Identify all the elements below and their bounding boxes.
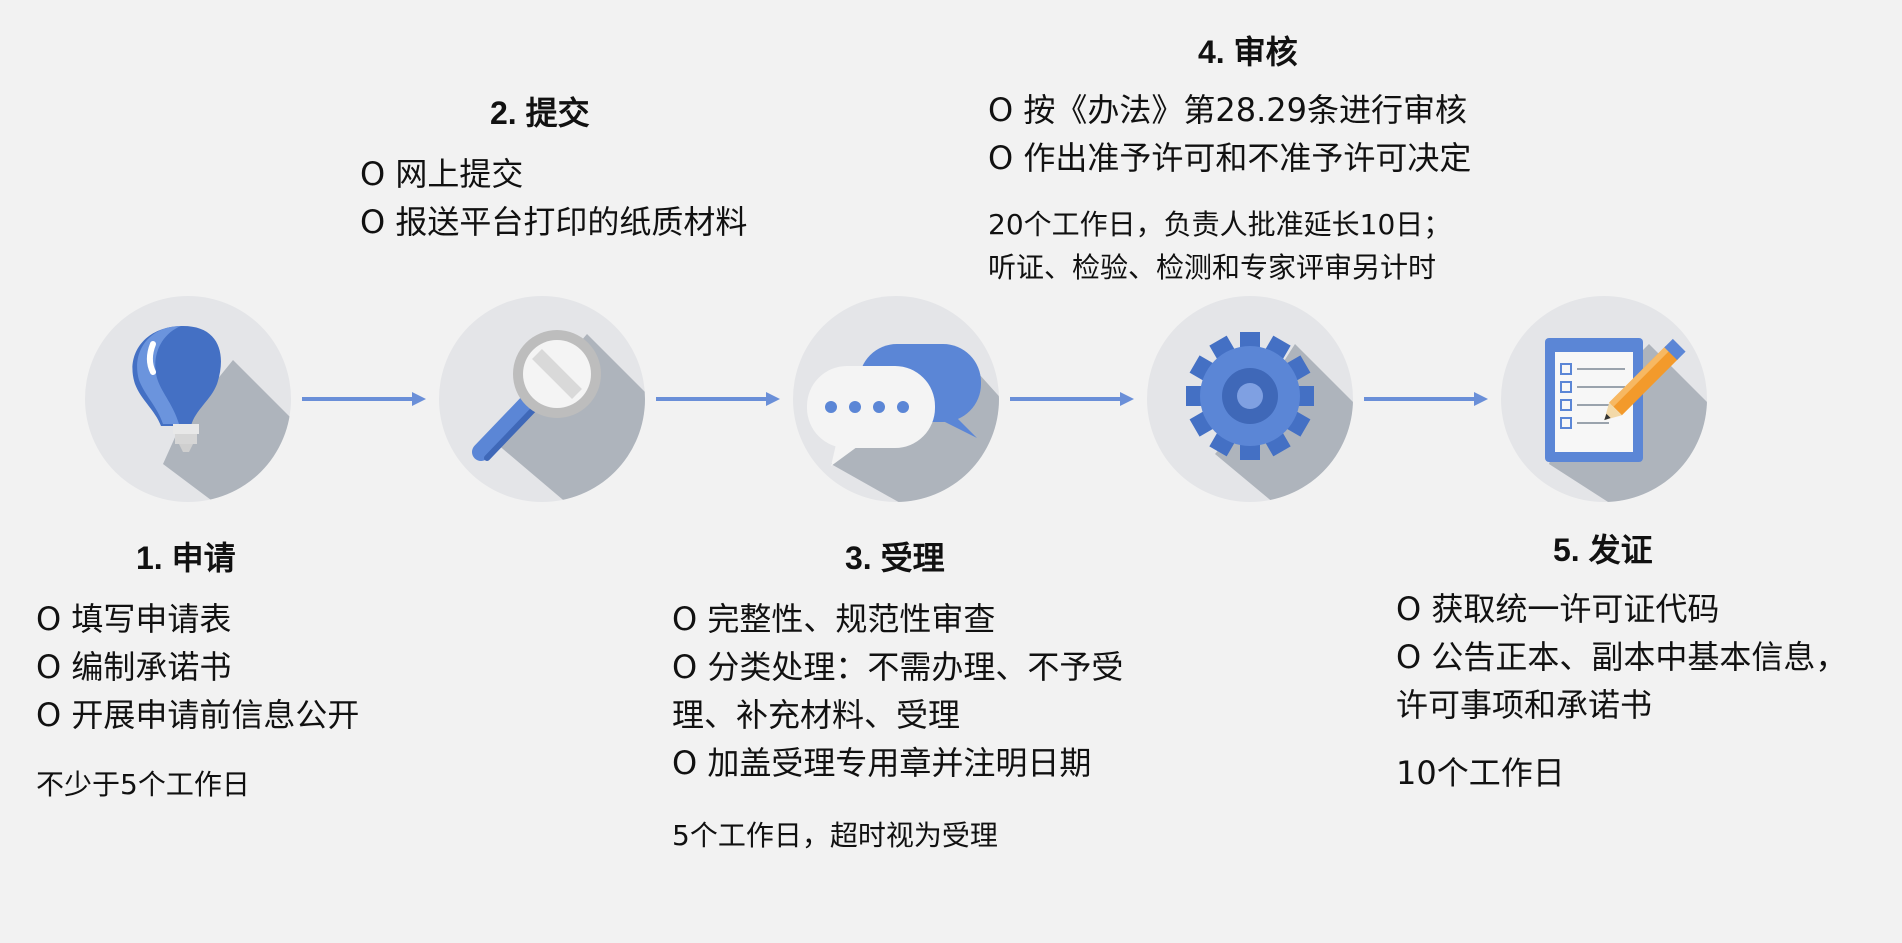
step-1-note: 不少于5个工作日 (36, 763, 250, 806)
step-4-item: O 作出准予许可和不准予许可决定 (988, 139, 1472, 177)
step-2-items: O 网上提交 O 报送平台打印的纸质材料 (360, 150, 747, 246)
step-2-title: 2. 提交 (490, 95, 590, 131)
step-1-item: O 编制承诺书 (36, 648, 232, 686)
step-5-note-line: 10个工作日 (1396, 754, 1565, 792)
step-2-item: O 报送平台打印的纸质材料 (360, 203, 748, 241)
arrow-4-5 (1362, 384, 1492, 414)
step-3-item: O 分类处理：不需办理、不予受 (672, 648, 1124, 686)
step-1-note-line: 不少于5个工作日 (36, 768, 250, 801)
step-5-item: 许可事项和承诺书 (1396, 686, 1653, 724)
step-3-items: O 完整性、规范性审查 O 分类处理：不需办理、不予受 理、补充材料、受理 O … (672, 595, 1123, 787)
step-5-items: O 获取统一许可证代码 O 公告正本、副本中基本信息， 许可事项和承诺书 (1396, 585, 1847, 729)
step-5-title: 5. 发证 (1553, 532, 1653, 568)
step-2-item: O 网上提交 (360, 155, 524, 193)
step-3-item: O 加盖受理专用章并注明日期 (672, 744, 1092, 782)
step-3-note-line: 5个工作日，超时视为受理 (672, 819, 998, 852)
step-4-note: 20个工作日，负责人批准延长10日； 听证、检验、检测和专家评审另计时 (988, 203, 1451, 289)
arrow-3-4 (1008, 384, 1138, 414)
step-1-items: O 填写申请表 O 编制承诺书 O 开展申请前信息公开 (36, 595, 359, 739)
step-3-title: 3. 受理 (845, 540, 945, 576)
arrow-1-2 (300, 384, 430, 414)
step-3-item: O 完整性、规范性审查 (672, 600, 996, 638)
magnifier-icon (437, 294, 647, 504)
step-4-item: O 按《办法》第28.29条进行审核 (988, 91, 1467, 129)
step-3-item: 理、补充材料、受理 (672, 696, 961, 734)
step-3-note: 5个工作日，超时视为受理 (672, 814, 998, 857)
step-4-title: 4. 审核 (1198, 34, 1298, 70)
gear-icon (1145, 294, 1355, 504)
step-4-note-line: 20个工作日，负责人批准延长10日； (988, 208, 1452, 241)
chat-bubbles-icon (791, 294, 1001, 504)
step-4-items: O 按《办法》第28.29条进行审核 O 作出准予许可和不准予许可决定 (988, 86, 1471, 182)
step-4-note-line: 听证、检验、检测和专家评审另计时 (988, 251, 1437, 284)
lightbulb-icon (83, 294, 293, 504)
step-5-item: O 公告正本、副本中基本信息， (1396, 638, 1848, 676)
step-5-note: 10个工作日 (1396, 752, 1565, 795)
step-1-item: O 填写申请表 (36, 600, 232, 638)
step-1-item: O 开展申请前信息公开 (36, 696, 360, 734)
checklist-icon (1499, 294, 1709, 504)
step-1-title: 1. 申请 (136, 540, 236, 576)
arrow-2-3 (654, 384, 784, 414)
step-5-item: O 获取统一许可证代码 (1396, 590, 1720, 628)
